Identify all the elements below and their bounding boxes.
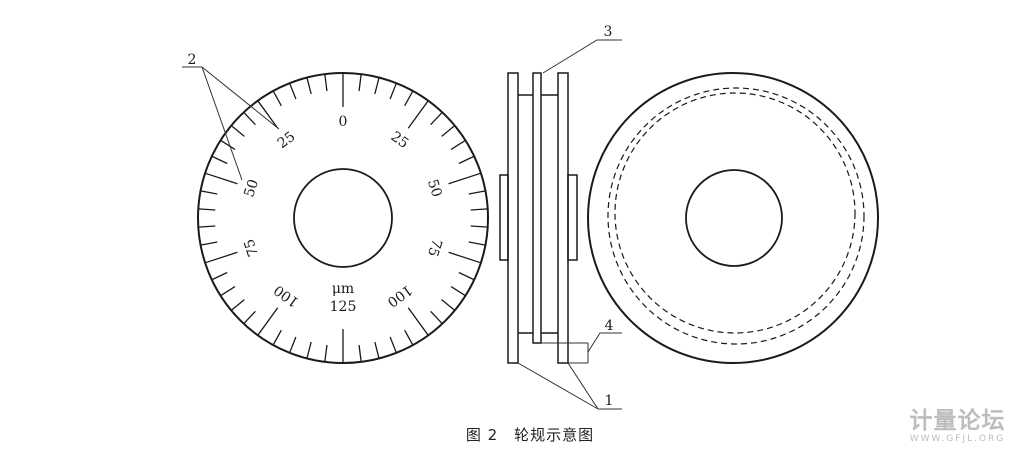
dial-minor-tick xyxy=(306,341,312,359)
dial-major-tick xyxy=(257,100,279,129)
dial-minor-tick xyxy=(441,125,456,137)
dial-major-tick xyxy=(257,307,279,336)
dial-minor-tick xyxy=(441,299,456,311)
dial-minor-tick xyxy=(404,329,414,346)
callout-4-label: 4 xyxy=(605,318,614,334)
dial-minor-tick xyxy=(389,336,397,354)
dial-scale-label: 100 xyxy=(384,281,415,310)
dial-minor-tick xyxy=(358,74,362,92)
dial-minor-tick xyxy=(450,286,466,297)
dial-scale-label: 75 xyxy=(424,237,445,259)
dial-minor-tick xyxy=(200,190,218,195)
back-dashed-circle-inner xyxy=(614,92,856,334)
dial-minor-tick xyxy=(389,82,397,100)
dial-minor-tick xyxy=(430,111,443,126)
dial-scale-label: 100 xyxy=(271,281,302,310)
dial-minor-tick xyxy=(198,208,216,211)
dial-minor-tick xyxy=(470,225,488,228)
dial-bore-circle xyxy=(293,168,393,268)
dial-unit-label: μm xyxy=(332,281,354,297)
dial-minor-tick xyxy=(230,125,245,137)
callout-1-label: 1 xyxy=(605,393,614,409)
middle-plate xyxy=(532,72,542,344)
dial-minor-tick xyxy=(220,139,236,150)
dial-scale-label: 50 xyxy=(241,177,262,199)
dial-minor-tick xyxy=(450,139,466,150)
back-bore-circle xyxy=(685,169,783,267)
dial-minor-tick xyxy=(458,271,475,281)
right-hub xyxy=(567,174,578,261)
dial-ticks xyxy=(198,73,488,363)
dial-minor-tick xyxy=(220,286,236,297)
callout-leaders xyxy=(517,39,622,410)
dial-scale-label: 0 xyxy=(339,114,348,130)
dial-minor-tick xyxy=(358,344,362,362)
back-face xyxy=(587,72,879,364)
dial-major-tick xyxy=(448,251,482,264)
dial-minor-tick xyxy=(468,190,486,195)
callout-2-leader xyxy=(182,66,280,181)
dial-minor-tick xyxy=(458,155,475,165)
side-section-view xyxy=(499,72,578,364)
dial-minor-tick xyxy=(230,299,245,311)
dial-scale-label: 75 xyxy=(241,237,262,259)
dial-minor-tick xyxy=(430,310,443,325)
watermark-url: WWW.GFJL.ORG xyxy=(909,434,1006,444)
dial-minor-tick xyxy=(306,77,312,95)
callout-3-label: 3 xyxy=(604,24,613,40)
dial-major-tick xyxy=(448,172,482,185)
dial-minor-tick xyxy=(468,241,486,246)
dial-minor-tick xyxy=(198,225,216,228)
dial-minor-tick xyxy=(200,241,218,246)
dial-minor-tick xyxy=(243,111,256,126)
dial-minor-tick xyxy=(324,74,328,92)
dial-minor-tick xyxy=(289,82,297,100)
dial-minor-tick xyxy=(374,77,380,95)
dial-minor-tick xyxy=(243,310,256,325)
right-plate xyxy=(557,72,569,364)
dial-scale-label: 125 xyxy=(330,299,357,315)
dial-minor-tick xyxy=(324,344,328,362)
watermark-title: 计量论坛 xyxy=(909,408,1006,434)
dial-minor-tick xyxy=(289,336,297,354)
back-outer-circle xyxy=(587,72,879,364)
dial-minor-tick xyxy=(470,208,488,211)
dial-scale-label: 50 xyxy=(424,177,445,199)
callout-2-label: 2 xyxy=(188,52,197,68)
figure-caption: 图 2 轮规示意图 xyxy=(465,426,595,444)
dial-major-tick xyxy=(407,100,429,129)
dial-minor-tick xyxy=(272,329,282,346)
dial-scale-label: 25 xyxy=(275,129,299,152)
watermark-logo: 计量论坛 WWW.GFJL.ORG xyxy=(900,408,1015,444)
left-hub xyxy=(499,174,509,261)
dial-minor-tick xyxy=(374,341,380,359)
dial-major-tick xyxy=(204,251,238,264)
dial-minor-tick xyxy=(211,271,228,281)
dial-minor-tick xyxy=(272,90,282,107)
dial-minor-tick xyxy=(404,90,414,107)
dial-minor-tick xyxy=(211,155,228,165)
left-plate xyxy=(507,72,519,364)
dial-major-tick xyxy=(407,307,429,336)
dial-face xyxy=(197,72,489,364)
dial-scale-label: 25 xyxy=(388,129,412,152)
back-dashed-circle-outer xyxy=(607,87,865,345)
dial-major-tick xyxy=(204,172,238,185)
